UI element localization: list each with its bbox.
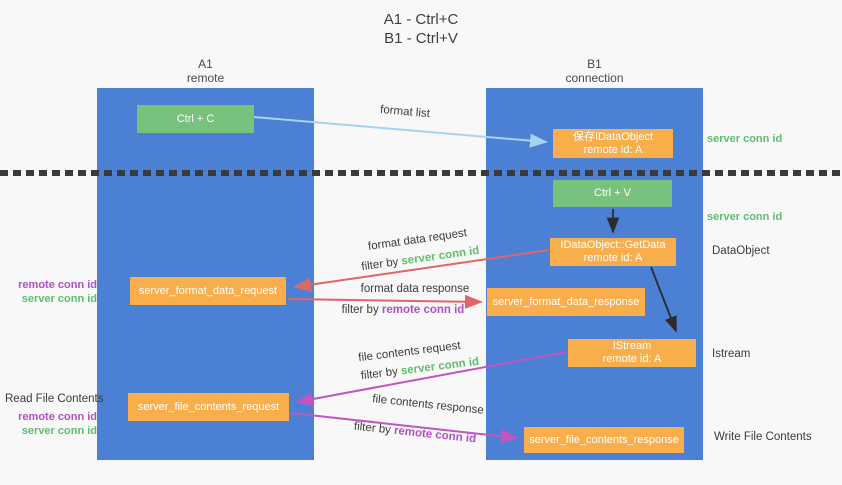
dataobject-annotation: DataObject bbox=[712, 245, 770, 257]
right-lane-header: B1 connection bbox=[486, 57, 703, 85]
server-conn-id-annotation-middle: server conn id bbox=[707, 211, 783, 223]
istream-remote-id: remote id: A bbox=[602, 353, 662, 365]
idataobject-getdata-title: IDataObject::GetData bbox=[560, 239, 666, 251]
left-lane-header: A1 remote bbox=[97, 57, 314, 85]
dotted-separator-line bbox=[0, 170, 842, 176]
idataobject-getdata-remote-id: remote id: A bbox=[583, 252, 643, 264]
save-idataobject-title: 保存IDataObject bbox=[572, 130, 654, 143]
left-conn-id-annotation-bottom: remote conn id server conn id bbox=[5, 410, 97, 438]
ctrl-v-label: Ctrl + V bbox=[594, 187, 631, 199]
right-lane-subtitle: connection bbox=[565, 71, 624, 85]
remote-conn-id-annotation: remote conn id bbox=[18, 279, 97, 291]
server-file-contents-response-box: server_file_contents_response bbox=[524, 427, 684, 453]
title-line-2: B1 - Ctrl+V bbox=[384, 30, 458, 47]
remote-conn-id-text: remote conn id bbox=[393, 424, 477, 446]
filter-by-text: filter by bbox=[341, 304, 382, 316]
read-file-contents-annotation: Read File Contents bbox=[5, 393, 104, 405]
server-format-data-response-label: server_format_data_response bbox=[492, 295, 640, 308]
remote-conn-id-text: remote conn id bbox=[381, 304, 465, 316]
server-file-contents-request-label: server_file_contents_request bbox=[137, 400, 280, 413]
diagram-title: A1 - Ctrl+C B1 - Ctrl+V bbox=[0, 10, 842, 48]
filter-by-text: filter by bbox=[360, 255, 403, 274]
format-data-response-label: format data response bbox=[355, 283, 475, 295]
server-format-data-response-box: server_format_data_response bbox=[487, 288, 645, 316]
idataobject-getdata-box: IDataObject::GetData remote id: A bbox=[550, 238, 676, 266]
server-conn-id-text: server conn id bbox=[400, 244, 481, 268]
file-contents-response-label: file contents response bbox=[368, 393, 489, 417]
format-data-response-text: format data response bbox=[360, 283, 470, 295]
server-conn-id-annotation: server conn id bbox=[21, 293, 97, 305]
save-idataobject-box: 保存IDataObject remote id: A bbox=[553, 129, 673, 158]
save-idataobject-remote-id: remote id: A bbox=[583, 143, 643, 156]
left-lane-subtitle: remote bbox=[186, 71, 225, 85]
format-list-label: format list bbox=[360, 102, 451, 122]
server-file-contents-response-label: server_file_contents_response bbox=[529, 433, 679, 446]
server-conn-id-annotation: server conn id bbox=[21, 425, 97, 437]
server-conn-id-annotation-top: server conn id bbox=[707, 133, 783, 145]
arrow-format-data-response bbox=[287, 294, 483, 309]
file-contents-response-text: file contents response bbox=[371, 393, 485, 417]
filter-by-text: filter by bbox=[360, 365, 402, 383]
format-list-text: format list bbox=[379, 103, 431, 121]
right-lane-name: B1 bbox=[587, 57, 602, 71]
server-conn-id-text: server conn id bbox=[400, 355, 480, 378]
ctrl-c-label: Ctrl + C bbox=[176, 112, 215, 125]
ctrl-v-box: Ctrl + V bbox=[553, 180, 672, 207]
remote-conn-id-annotation: remote conn id bbox=[18, 411, 97, 423]
filter-by-remote-conn-id-label-1: filter by remote conn id bbox=[338, 304, 468, 316]
ctrl-c-box: Ctrl + C bbox=[137, 105, 254, 133]
filter-by-remote-conn-id-label-2: filter by remote conn id bbox=[350, 420, 481, 446]
istream-box: IStream remote id: A bbox=[568, 339, 696, 367]
filter-by-text: filter by bbox=[353, 420, 395, 437]
istream-annotation: Istream bbox=[712, 348, 751, 360]
write-file-contents-annotation: Write File Contents bbox=[714, 431, 812, 443]
istream-title: IStream bbox=[612, 340, 652, 352]
left-conn-id-annotation-top: remote conn id server conn id bbox=[5, 278, 97, 306]
server-format-data-request-box: server_format_data_request bbox=[130, 277, 286, 305]
server-file-contents-request-box: server_file_contents_request bbox=[128, 393, 289, 421]
left-lane-name: A1 bbox=[198, 57, 213, 71]
title-line-1: A1 - Ctrl+C bbox=[383, 11, 459, 28]
server-format-data-request-label: server_format_data_request bbox=[138, 284, 278, 297]
